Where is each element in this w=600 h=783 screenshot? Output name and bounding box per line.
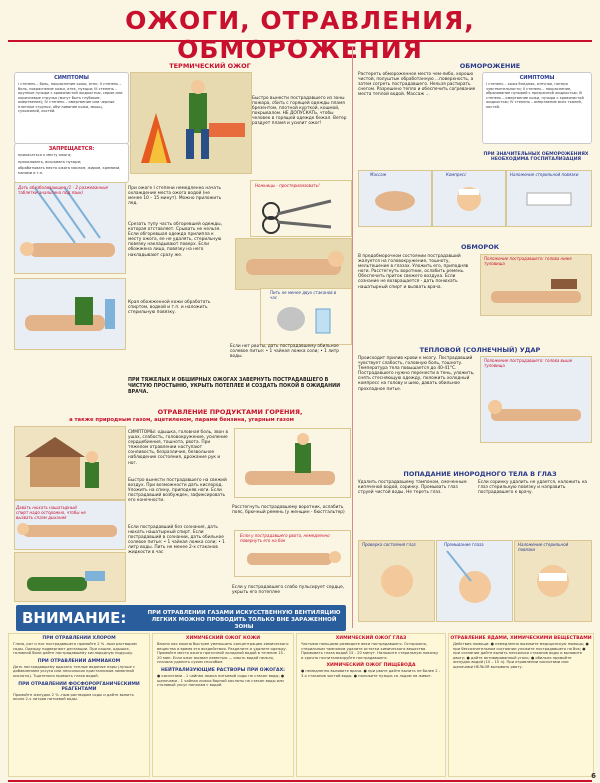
frostbite-symptoms-box: СИМПТОМЫ I степень – кожа бледная, отечн… — [482, 72, 592, 144]
frostbite-symptoms-title: СИМПТОМЫ — [519, 75, 555, 81]
chem-eye-heading: ХИМИЧЕСКИЙ ОЖОГ ГЛАЗ — [335, 636, 407, 641]
chem-eye-text: Частыми пальцами разведите веки пострада… — [301, 642, 439, 660]
bottom-stripe — [8, 780, 592, 782]
combustion-step-4: Если у пострадавшего слабо пульсирует се… — [232, 585, 345, 596]
forbidden-box: ЗАПРЕЩАЕТСЯ: прикасаться к месту ожога; … — [14, 143, 129, 183]
warning-banner: ВНИМАНИЕ: ПРИ ОТРАВЛЕНИИ ГАЗАМИ ИСКУССТВ… — [16, 605, 346, 631]
combustion-symptoms: СИМПТОМЫ: одышка, головная боль, звон в … — [128, 430, 228, 466]
pulse-caption: Давать нюхать нашатырный спирт надо осто… — [16, 505, 86, 520]
massage-caption: Массаж — [370, 172, 387, 177]
heat-pose-caption: Положение пострадавшего: голова выше тул… — [484, 358, 573, 368]
heatstroke-text: Происходит прилив крови к мозгу. Пострад… — [358, 356, 475, 392]
burn-dressing-illustration — [14, 278, 126, 350]
bottom-col-4: ОТРАВЛЕНИЕ ЯДАМИ, ХИМИЧЕСКИМИ ВЕЩЕСТВАМИ… — [448, 633, 594, 777]
compress-caption: Компресс — [446, 172, 467, 177]
faint-heading: ОБМОРОК — [460, 243, 500, 251]
warning-title: ВНИМАНИЕ: — [22, 609, 127, 627]
symptoms-box: СИМПТОМЫ I степень – боль, покраснение к… — [14, 72, 129, 144]
eye-check-caption: Проверка состояния глаз — [362, 542, 416, 547]
symptoms-title: СИМПТОМЫ — [54, 75, 89, 81]
forbidden-item: прокалывать, вскрывать пузыри; — [18, 159, 82, 164]
eye-text-left: Удалить пострадавшему тампоном, смоченны… — [358, 480, 467, 496]
drink-caption: Пить не менее двух стаканов в час — [270, 290, 337, 300]
page-title: ОЖОГИ, ОТРАВЛЕНИЯ, ОБМОРОЖЕНИЯ — [125, 6, 475, 64]
esoph-text: ● немедленно вызовите врача. ● при рвоте… — [301, 669, 441, 678]
chlorine-text: Глаза, рот и нос пострадавшего промойте … — [13, 642, 137, 656]
thermal-step-2: При ожоге I степени немедленно начать ох… — [128, 186, 222, 207]
frostbite-bandage-illustration — [506, 170, 592, 227]
frostbite-heading: ОБМОРОЖЕНИЕ — [459, 62, 521, 70]
drink-illustration — [260, 288, 352, 345]
thermal-burn-heading: ТЕРМИЧЕСКИЙ ОЖОГ — [169, 62, 251, 70]
frostbite-symptoms-text: I степень – кожа бледная, отечная, потер… — [486, 82, 584, 109]
esoph-heading: ХИМИЧЕСКИЙ ОЖОГ ПИЩЕВОДА — [326, 663, 416, 669]
column-divider — [352, 46, 353, 628]
eye-rinse-caption: Промывание глаза — [444, 542, 484, 547]
compress-illustration — [432, 170, 506, 227]
ammonia-heading: ПРИ ОТРАВЛЕНИИ АММИАКОМ — [37, 658, 121, 664]
heatstroke-illustration — [480, 356, 592, 443]
forbidden-item: обрабатывать место ожога маслом, жиром, … — [18, 166, 121, 175]
thermal-step-1: Быстро вынести пострадавшего из зоны пож… — [252, 96, 347, 127]
vomit-illustration — [234, 530, 351, 577]
combustion-step-2: Расстегнуть пострадавшему воротник, осла… — [232, 505, 345, 516]
side-position-illustration — [14, 552, 126, 602]
cut-clothing-illustration — [235, 238, 352, 290]
neutral-heading: НЕЙТРАЛИЗУЮЩИЕ РАСТВОРЫ ПРИ ОЖОГАХ: — [161, 667, 285, 673]
fos-heading: ПРИ ОТРАВЛЕНИИ ФОСФОРОРГАНИЧЕСКИМИ РЕАГЕ… — [18, 681, 140, 692]
rescue-carry-illustration — [14, 426, 126, 500]
massage-illustration — [358, 170, 432, 227]
faint-text: В предобморочном состоянии пострадавший … — [358, 254, 469, 290]
combustion-heading: ОТРАВЛЕНИЕ ПРОДУКТАМИ ГОРЕНИЯ, — [157, 408, 303, 416]
eye-bandage-caption: Наложение стерильной повязки — [518, 542, 569, 552]
anesthesia-caption: Дать обезболивающее (1 - 2 разжеванные т… — [18, 185, 108, 195]
scissors-caption: Ножницы - простерилизовать! — [255, 183, 320, 188]
heatstroke-heading: ТЕПЛОВОЙ (СОЛНЕЧНЫЙ) УДАР — [419, 346, 541, 354]
scissors-illustration — [250, 180, 352, 237]
fire-rescue-illustration — [130, 72, 252, 174]
eye-check-illustration — [358, 540, 435, 622]
bottom-col-1: ПРИ ОТРАВЛЕНИИ ХЛОРОМ Глаза, рот и нос п… — [8, 633, 150, 777]
bottom-col-2: ХИМИЧЕСКИЙ ОЖОГ КОЖИ Важно как можно быс… — [152, 633, 294, 777]
symptoms-text: I степень – боль, покраснение кожи, отек… — [18, 82, 123, 113]
combustion-step-1: Быстро вынести пострадавшего на свежий в… — [128, 478, 227, 504]
frostbite-hospital: ПРИ ЗНАЧИТЕЛЬНЫХ ОБМОРОЖЕНИЯХ НЕОБХОДИМА… — [483, 152, 589, 163]
oxygen-illustration — [234, 428, 351, 498]
neutral-text: ● кислотами - 1 чайная ложка питьевой со… — [157, 673, 285, 688]
frostbite-text: Растереть обмороженное место чем-либо, х… — [358, 72, 476, 98]
forbidden-title: ЗАПРЕЩАЕТСЯ: — [48, 146, 95, 152]
thermal-step-3: Срезать тупу часть обгоревшей одежды, ко… — [128, 222, 223, 258]
thermal-step-5: Если нет рвоты, дать пострадавшему обиль… — [230, 344, 339, 360]
forbidden-item: прикасаться к месту ожога; — [18, 153, 72, 157]
chem-burn-heading: ХИМИЧЕСКИЙ ОЖОГ КОЖИ — [185, 636, 261, 641]
ammonia-text: Дать пострадавшему вдыхать теплые водяны… — [13, 664, 135, 678]
chlorine-heading: ПРИ ОТРАВЛЕНИИ ХЛОРОМ — [42, 636, 116, 641]
eye-text-right: Если соринку удалить не удается, наложит… — [478, 480, 588, 496]
side-pose-caption: Если у пострадавшего рвота, немедленно п… — [240, 533, 330, 543]
chem-burn-text: Важно как можно быстрее уменьшить концен… — [157, 642, 289, 665]
eye-bandage-illustration — [514, 540, 592, 622]
big-burn-note: ПРИ ТЯЖЕЛЫХ И ОБШИРНЫХ ОЖОГАХ ЗАВЕРНУТЬ … — [128, 378, 341, 395]
combustion-step-3: Если пострадавший без сознания, дать нюх… — [128, 525, 225, 556]
combustion-subheading: а также природным газом, ацетиленом, пар… — [69, 417, 294, 423]
frostbite-bandage-caption: Наложение стерильной повязки — [510, 172, 579, 177]
water-cooling-illustration — [14, 182, 126, 274]
warning-text: ПРИ ОТРАВЛЕНИИ ГАЗАМИ ИСКУССТВЕННУЮ ВЕНТ… — [147, 610, 341, 630]
bottom-col-3: ХИМИЧЕСКИЙ ОЖОГ ГЛАЗ Частыми пальцами ра… — [296, 633, 446, 777]
fos-text: Промойте желудок 2 % -ным раствором соды… — [13, 692, 134, 702]
faint-illustration — [480, 254, 592, 316]
eye-rinse-illustration — [436, 540, 513, 622]
page-number: 6 — [591, 772, 596, 780]
title-divider — [8, 40, 592, 42]
lay-flat-illustration — [14, 500, 126, 550]
food-heading: ОТРАВЛЕНИЕ ЯДАМИ, ХИМИЧЕСКИМИ ВЕЩЕСТВАМИ — [450, 636, 592, 641]
eye-heading: ПОПАДАНИЕ ИНОРОДНОГО ТЕЛА В ГЛАЗ — [403, 470, 557, 478]
faint-pose-caption: Положение пострадавшего: голова ниже тул… — [484, 256, 572, 266]
food-text: Действия помощи: ● немедленно вызовите м… — [453, 642, 589, 669]
thermal-step-4: Края обожженной кожи обработать спиртом,… — [128, 300, 211, 316]
